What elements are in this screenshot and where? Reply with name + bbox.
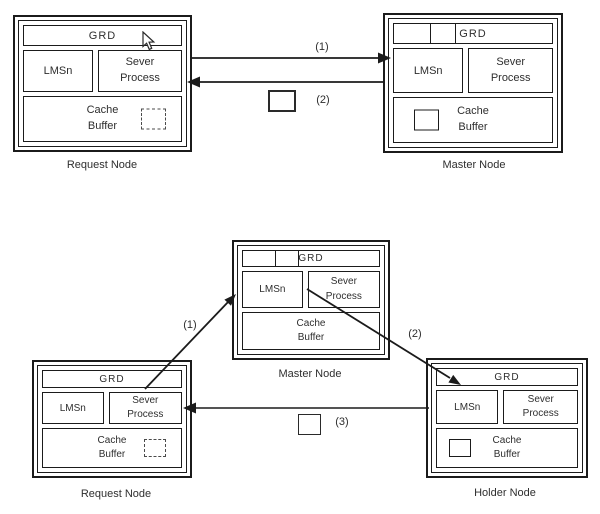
bottom-request-node-inner: GRD LMSn Sever Process Cache Buffer xyxy=(37,365,187,473)
cache-buffer-box: Cache Buffer xyxy=(42,428,182,468)
server-process-box: Sever Process xyxy=(468,48,553,93)
arrow-label-bottom-1: (1) xyxy=(183,319,197,331)
process-row: LMSn Sever Process xyxy=(242,271,380,308)
grd-bar: GRD xyxy=(393,23,553,44)
arrow-label-top-2: (2) xyxy=(316,94,330,106)
arrow-label-bottom-3: (3) xyxy=(335,416,349,428)
server-process-label: Sever Process xyxy=(522,393,559,420)
grd-cells xyxy=(243,251,299,266)
grd-label: GRD xyxy=(298,253,324,264)
arrow-bottom-3 xyxy=(183,402,429,414)
cache-block-square xyxy=(414,109,439,131)
cache-block-dashed-square xyxy=(141,108,166,130)
arrow-top-2 xyxy=(187,76,384,88)
top-request-node-caption: Request Node xyxy=(66,159,138,171)
bottom-holder-node-caption: Holder Node xyxy=(474,487,536,499)
bottom-master-node-inner: GRD LMSn Sever Process Cache Buffer xyxy=(237,245,385,355)
server-process-label: Sever Process xyxy=(120,56,160,84)
bottom-request-node-caption: Request Node xyxy=(80,488,152,500)
grd-label: GRD xyxy=(494,371,520,383)
top-master-node-caption: Master Node xyxy=(442,159,506,171)
mouse-cursor-icon xyxy=(141,30,156,51)
cache-buffer-label: Cache Buffer xyxy=(97,434,127,461)
bottom-holder-node: GRD LMSn Sever Process Cache Buffer xyxy=(426,358,588,478)
data-block-square-bottom xyxy=(298,414,321,435)
server-process-label: Sever Process xyxy=(325,276,362,302)
grd-label: GRD xyxy=(99,373,125,385)
lms-label: LMSn xyxy=(259,284,286,295)
arrow-top-1 xyxy=(190,52,391,64)
data-block-square-top xyxy=(268,90,296,112)
grd-bar: GRD xyxy=(23,25,182,46)
lms-box: LMSn xyxy=(242,271,303,308)
bottom-request-node: GRD LMSn Sever Process Cache Buffer xyxy=(32,360,192,478)
grd-cell xyxy=(431,24,456,43)
grd-bar: GRD xyxy=(436,368,578,386)
lms-label: LMSn xyxy=(43,65,73,77)
lms-box: LMSn xyxy=(393,48,464,93)
process-row: LMSn Sever Process xyxy=(393,48,553,93)
bottom-master-node: GRD LMSn Sever Process Cache Buffer xyxy=(232,240,390,360)
server-process-box: Sever Process xyxy=(503,390,578,424)
grd-bar: GRD xyxy=(42,370,182,388)
top-request-node: GRD LMSn Sever Process Cache Buffer xyxy=(13,15,192,152)
process-row: LMSn Sever Process xyxy=(23,50,182,92)
lms-label: LMSn xyxy=(413,64,443,77)
server-process-box: Sever Process xyxy=(108,392,182,424)
grd-cell xyxy=(276,251,299,266)
cache-buffer-label: Cache Buffer xyxy=(492,434,522,461)
grd-bar: GRD xyxy=(242,250,380,267)
lms-box: LMSn xyxy=(436,390,499,424)
arrow-label-top-1: (1) xyxy=(315,41,329,53)
cache-buffer-label: Cache Buffer xyxy=(457,105,489,133)
process-row: LMSn Sever Process xyxy=(42,392,182,424)
process-row: LMSn Sever Process xyxy=(436,390,578,424)
arrow-label-bottom-2: (2) xyxy=(408,328,422,340)
server-process-box: Sever Process xyxy=(307,271,380,308)
cache-buffer-label: Cache Buffer xyxy=(86,104,119,132)
cache-buffer-box: Cache Buffer xyxy=(393,97,553,143)
cache-buffer-box: Cache Buffer xyxy=(23,96,182,142)
grd-cell xyxy=(243,251,276,266)
grd-label: GRD xyxy=(88,29,117,42)
server-process-box: Sever Process xyxy=(97,50,182,92)
grd-label: GRD xyxy=(459,27,487,40)
cache-block-square xyxy=(449,439,471,457)
top-master-node-inner: GRD LMSn Sever Process Cache Buffer xyxy=(388,18,558,148)
cache-buffer-box: Cache Buffer xyxy=(436,428,578,468)
lms-label: LMSn xyxy=(454,401,481,413)
top-master-node: GRD LMSn Sever Process Cache Buffer xyxy=(383,13,563,153)
cache-buffer-box: Cache Buffer xyxy=(242,312,380,350)
top-request-node-inner: GRD LMSn Sever Process Cache Buffer xyxy=(18,20,187,147)
lms-box: LMSn xyxy=(42,392,104,424)
grd-cells xyxy=(394,24,456,43)
lms-label: LMSn xyxy=(59,402,86,414)
server-process-label: Sever Process xyxy=(490,55,531,84)
cache-buffer-label: Cache Buffer xyxy=(296,317,326,344)
bottom-holder-node-inner: GRD LMSn Sever Process Cache Buffer xyxy=(431,363,583,473)
lms-box: LMSn xyxy=(23,50,93,92)
server-process-label: Sever Process xyxy=(127,394,164,421)
bottom-master-node-caption: Master Node xyxy=(278,368,342,380)
cache-block-dashed-square xyxy=(144,439,166,457)
grd-cell xyxy=(394,24,431,43)
